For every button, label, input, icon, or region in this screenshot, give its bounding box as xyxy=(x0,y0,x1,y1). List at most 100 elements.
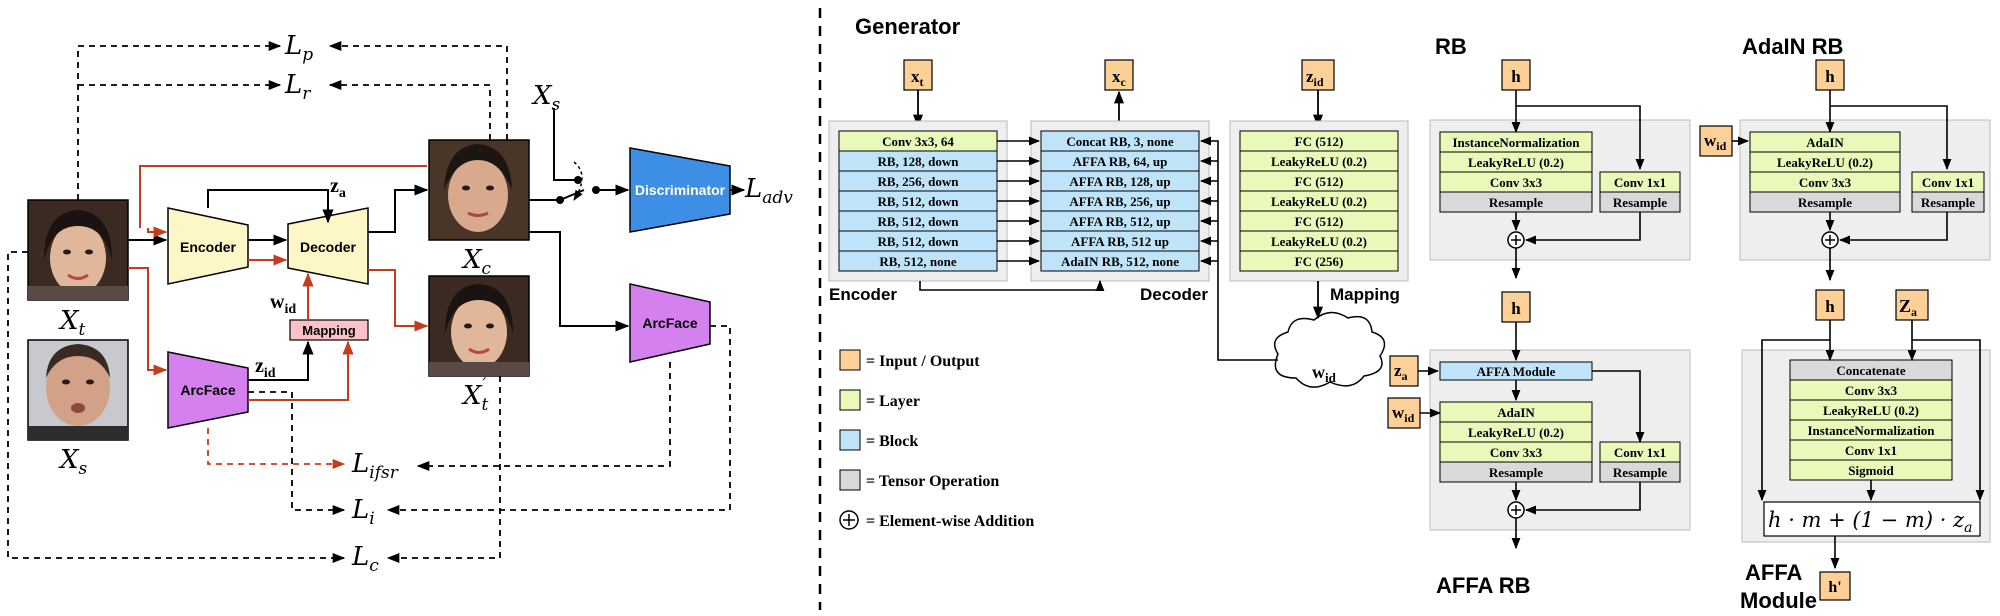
loss-li: Li xyxy=(351,495,375,529)
rb-title: RB xyxy=(1435,34,1467,59)
adain-rb-wid-label: wid xyxy=(1704,131,1727,153)
affa-module-title-line1: AFFA xyxy=(1745,560,1803,585)
adain-rb-layer-label: Resample xyxy=(1798,195,1852,210)
label-zid: zid xyxy=(255,355,276,381)
affa-module-h-label: h xyxy=(1825,297,1835,316)
loss-lc: Lc xyxy=(351,542,379,576)
affa-rb-wid-label: wid xyxy=(1392,403,1415,425)
mapping-block xyxy=(289,319,369,341)
legend-label: = Input / Output xyxy=(866,353,980,370)
decoder-panel-label: Decoder xyxy=(1140,285,1208,304)
mapping-layer-label: FC (512) xyxy=(1295,214,1344,229)
encoder-layer-label: RB, 256, down xyxy=(878,174,960,189)
label-xc: Xc xyxy=(461,245,492,279)
legend-swatch xyxy=(839,429,861,451)
label-xs-top: Xs xyxy=(531,81,561,115)
face-image-xt-prime xyxy=(428,275,530,377)
decoder-layer-label: AdaIN RB, 512, none xyxy=(1061,254,1179,269)
affa-module-layer-label: Conv 3x3 xyxy=(1845,383,1898,398)
arcface-right-label: ArcFace xyxy=(642,315,697,331)
input-xt-label: xt xyxy=(911,67,924,89)
arcface-left-label: ArcFace xyxy=(180,382,235,398)
switch-indicator xyxy=(573,161,583,201)
mapping-layer-label: FC (512) xyxy=(1295,134,1344,149)
affa-rb-za-label: za xyxy=(1394,361,1408,383)
adain-rb-layer-label: LeakyReLU (0.2) xyxy=(1777,155,1873,170)
face-image-xs xyxy=(27,339,129,441)
label-za: za xyxy=(330,175,346,201)
legend-label: = Block xyxy=(866,433,918,450)
affa-rb-layer-label: AdaIN xyxy=(1497,405,1535,420)
adain-rb-input-box xyxy=(1815,59,1845,91)
discriminator-block xyxy=(629,147,731,233)
wid-cloud-label: wid xyxy=(1312,362,1337,385)
adain-rb-skip-layer-label: Resample xyxy=(1921,195,1975,210)
decoder-layer-label: AFFA RB, 128, up xyxy=(1069,174,1170,189)
legend-label: = Element-wise Addition xyxy=(866,513,1034,530)
encoder-layer-label: RB, 128, down xyxy=(878,154,960,169)
adain-rb-layer-box xyxy=(1749,191,1901,213)
label-xt-prime: Xt′ xyxy=(461,375,489,415)
encoder-block xyxy=(167,207,249,285)
rb-skip-layer-label: Resample xyxy=(1613,195,1667,210)
rb-input-label: h xyxy=(1511,67,1521,86)
adain-rb-skip-layer-label: Conv 1x1 xyxy=(1922,175,1974,190)
skip-connections xyxy=(997,136,1041,266)
affa-rb-layer-label: Resample xyxy=(1489,465,1543,480)
wid-arrows xyxy=(1199,136,1278,361)
red-flow-arrows xyxy=(128,165,429,401)
decoder-layer-label: AFFA RB, 64, up xyxy=(1073,154,1168,169)
mapping-label: Mapping xyxy=(302,323,355,338)
encoder-layer-label: RB, 512, down xyxy=(878,214,960,229)
decoder-layer-label: AFFA RB, 256, up xyxy=(1069,194,1170,209)
affa-module-layer-label: InstanceNormalization xyxy=(1807,423,1935,438)
decoder-layer-label: Concat RB, 3, none xyxy=(1066,134,1173,149)
generator-title: Generator xyxy=(855,14,961,39)
label-wid: wid xyxy=(270,291,296,317)
wid-cloud xyxy=(1273,311,1386,388)
affa-module-formula: h · m + (1 − m) · za xyxy=(1768,508,1972,536)
affa-module-formula-box xyxy=(1763,501,1981,537)
mapping-layer-label: LeakyReLU (0.2) xyxy=(1271,234,1367,249)
adain-rb-layer-label: Conv 3x3 xyxy=(1799,175,1852,190)
decoder-block xyxy=(287,207,369,285)
decoder-layer-label: AFFA RB, 512 up xyxy=(1071,234,1169,249)
affa-module-output-box xyxy=(1819,571,1851,601)
face-image-xc xyxy=(428,139,530,241)
input-xt-box xyxy=(903,59,933,91)
legend-label: = Layer xyxy=(866,393,920,410)
affa-module-h-box xyxy=(1815,289,1845,321)
adain-rb-wid-box xyxy=(1699,125,1733,157)
affa-rb-wid-box xyxy=(1387,397,1421,429)
affa-rb-layer-label: LeakyReLU (0.2) xyxy=(1468,425,1564,440)
red-loss-connection xyxy=(207,428,346,470)
affa-module-layer-label: Concatenate xyxy=(1836,363,1906,378)
encoder-label: Encoder xyxy=(180,239,237,255)
face-image-xt xyxy=(27,199,129,301)
affa-rb-layer-label: Conv 3x3 xyxy=(1490,445,1543,460)
rb-layer-label: Conv 3x3 xyxy=(1490,175,1543,190)
affa-rb-skip-layer-label: Resample xyxy=(1613,465,1667,480)
rb-skip-layer-label: Conv 1x1 xyxy=(1614,175,1666,190)
affa-rb-skip-layer-label: Conv 1x1 xyxy=(1614,445,1666,460)
affa-module-layer-label: Sigmoid xyxy=(1848,463,1894,478)
affa-rb-za-box xyxy=(1389,355,1419,387)
affa-module-block-label: AFFA Module xyxy=(1477,364,1556,379)
output-xc-label: xc xyxy=(1112,67,1127,89)
arcface-right-block xyxy=(629,283,711,363)
affa-module-layer-label: LeakyReLU (0.2) xyxy=(1823,403,1919,418)
legend-swatch xyxy=(839,469,861,491)
legend: = Input / Output= Layer= Block= Tensor O… xyxy=(839,349,1034,530)
affa-module-title-line2: Module xyxy=(1740,588,1817,613)
affa-rb-input-label: h xyxy=(1511,299,1521,318)
data-flow-arrows xyxy=(128,108,746,381)
encoder-layer-label: RB, 512, down xyxy=(878,194,960,209)
